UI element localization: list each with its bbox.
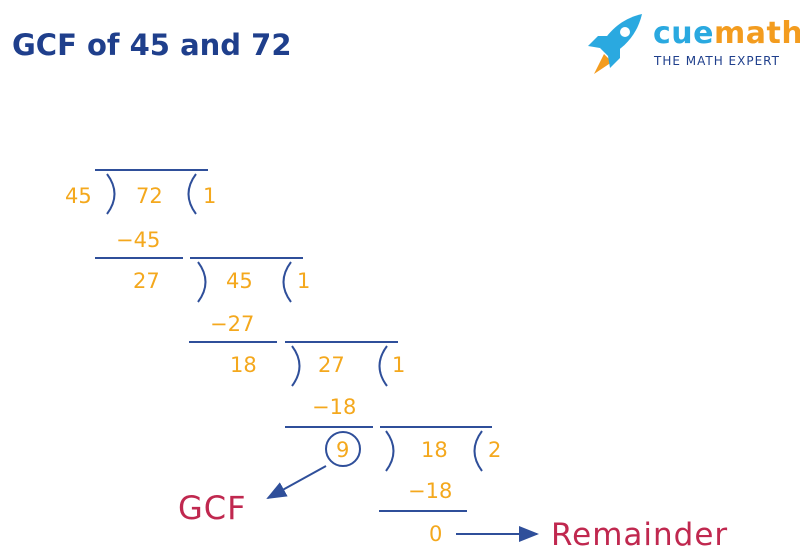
bracket-right-2	[197, 261, 207, 303]
subtrahend-4: −18	[408, 479, 452, 503]
subtrahend-2: −27	[210, 312, 254, 336]
divisor-2: 27	[133, 269, 160, 293]
bracket-left-4	[473, 430, 483, 472]
page-title: GCF of 45 and 72	[12, 28, 292, 62]
remainder-label: Remainder	[551, 517, 728, 553]
dividend-3: 27	[318, 353, 345, 377]
bracket-right-3	[291, 345, 301, 387]
divisor-4: 9	[336, 438, 349, 462]
division-step-4: 9 18 2 −18 0	[325, 426, 501, 546]
gcf-circle	[325, 431, 361, 467]
division-step-3: 18 27 1 −18	[230, 341, 405, 428]
final-remainder: 0	[429, 522, 442, 546]
brand-cue: cue	[653, 16, 714, 51]
brand-math: math	[714, 16, 800, 51]
bracket-right-4	[385, 430, 395, 472]
dividend-1: 72	[136, 184, 163, 208]
subtrahend-1: −45	[116, 228, 160, 252]
bracket-right-1	[106, 173, 116, 215]
bracket-left-3	[378, 345, 388, 387]
division-step-2: 27 45 1 −27	[133, 257, 310, 343]
brand-tagline: THE MATH EXPERT	[654, 54, 780, 68]
gcf-arrow	[266, 465, 327, 499]
subtrahend-3: −18	[312, 395, 356, 419]
divisor-1: 45	[65, 184, 92, 208]
quotient-4: 2	[488, 438, 501, 462]
rocket-icon	[588, 14, 642, 74]
bracket-left-2	[282, 261, 292, 303]
quotient-2: 1	[297, 269, 310, 293]
quotient-3: 1	[392, 353, 405, 377]
dividend-4: 18	[421, 438, 448, 462]
dividend-2: 45	[226, 269, 253, 293]
cuemath-logo: cuemath THE MATH EXPERT	[580, 10, 800, 80]
brand-name: cuemath	[653, 16, 800, 51]
bracket-left-1	[187, 173, 197, 215]
quotient-1: 1	[203, 184, 216, 208]
gcf-label: GCF	[178, 489, 247, 527]
divisor-3: 18	[230, 353, 257, 377]
division-step-1: 45 72 1 −45	[65, 169, 216, 259]
